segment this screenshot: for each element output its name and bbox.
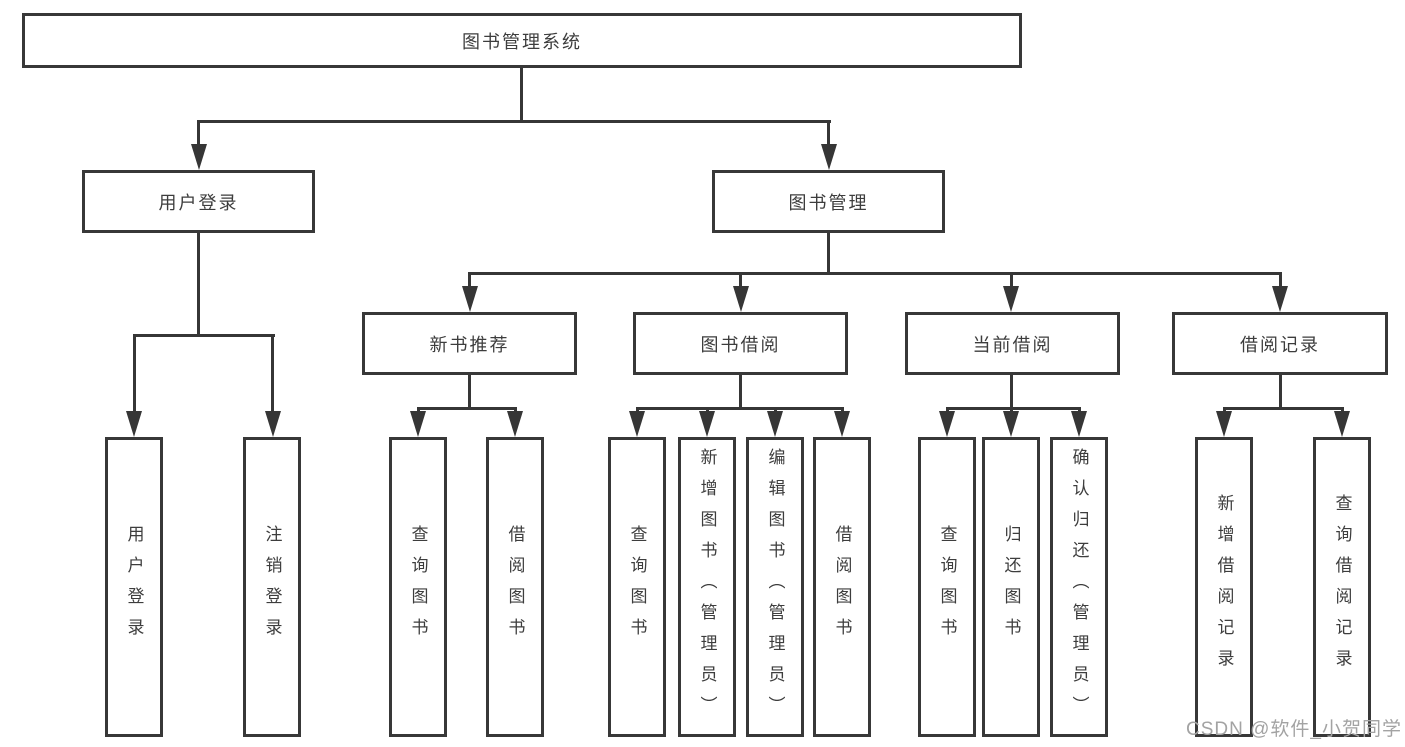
node-label: 图书管理系统: [462, 31, 582, 52]
leaf-confirm-return-admin: 确认归还（管理员）: [1050, 437, 1108, 737]
connector-line: [945, 407, 1081, 410]
connector-arrowhead: [1071, 411, 1087, 437]
node-new-book-recommendation: 新书推荐: [362, 312, 577, 375]
connector-arrowhead: [1272, 286, 1288, 312]
connector-arrowhead: [507, 411, 523, 437]
connector-line: [635, 407, 844, 410]
node-label: 查询图书: [408, 525, 428, 649]
node-book-management: 图书管理: [712, 170, 945, 233]
connector-arrowhead: [1003, 411, 1019, 437]
connector-arrowhead: [767, 411, 783, 437]
node-label: 借阅记录: [1240, 334, 1320, 355]
connector-line: [132, 334, 136, 419]
connector-arrowhead: [126, 411, 142, 437]
leaf-query-borrow-record: 查询借阅记录: [1313, 437, 1371, 737]
connector-arrowhead: [410, 411, 426, 437]
connector-arrowhead: [461, 286, 478, 312]
connector-arrowhead: [629, 411, 645, 437]
connector-arrowhead: [939, 411, 955, 437]
node-label: 查询图书: [627, 525, 647, 649]
connector-line: [468, 272, 471, 298]
node-label: 借阅图书: [505, 525, 525, 649]
node-user-login: 用户登录: [82, 170, 315, 233]
node-label: 新增借阅记录: [1214, 494, 1234, 680]
connector-arrowhead: [820, 144, 837, 170]
connector-arrowhead: [1003, 286, 1019, 312]
node-label: 当前借阅: [972, 334, 1053, 355]
node-label: 用户登录: [124, 525, 144, 649]
leaf-edit-books-admin: 编辑图书（管理员）: [746, 437, 804, 737]
node-current-borrowing: 当前借阅: [905, 312, 1120, 375]
node-label: 图书管理: [788, 192, 869, 213]
connector-line: [1009, 375, 1013, 410]
leaf-query-books-borrowing: 查询图书: [608, 437, 666, 737]
connector-line: [519, 68, 523, 122]
connector-line: [739, 375, 742, 410]
node-label: 编辑图书（管理员）: [765, 447, 785, 727]
leaf-borrow-books-recommend: 借阅图书: [486, 437, 544, 737]
connector-line: [739, 272, 742, 298]
leaf-query-books-recommend: 查询图书: [389, 437, 447, 737]
connector-line: [1278, 375, 1282, 410]
node-label: 查询图书: [937, 525, 957, 649]
node-label: 新书推荐: [429, 334, 510, 355]
connector-arrowhead: [1216, 411, 1232, 437]
node-library-management-system: 图书管理系统: [22, 13, 1022, 68]
connector-arrowhead: [732, 286, 749, 312]
connector-line: [1278, 272, 1282, 298]
connector-line: [468, 375, 471, 410]
connector-arrowhead: [834, 411, 850, 437]
node-label: 查询借阅记录: [1332, 494, 1352, 680]
connector-line: [132, 334, 275, 337]
connector-line: [271, 334, 274, 419]
leaf-logout: 注销登录: [243, 437, 301, 737]
connector-arrowhead: [190, 144, 207, 170]
connector-line: [416, 407, 517, 410]
node-label: 归还图书: [1001, 525, 1021, 649]
leaf-return-books: 归还图书: [982, 437, 1040, 737]
connector-line: [468, 272, 1282, 275]
node-label: 借阅图书: [832, 525, 852, 649]
connector-line: [1222, 407, 1344, 410]
leaf-user-login: 用户登录: [105, 437, 163, 737]
connector-line: [1009, 272, 1013, 298]
connector-line: [197, 120, 831, 123]
node-borrowing-records: 借阅记录: [1172, 312, 1388, 375]
node-label: 注销登录: [262, 525, 282, 649]
node-book-borrowing: 图书借阅: [633, 312, 848, 375]
csdn-watermark: CSDN @软件_小贺同学: [1186, 719, 1402, 740]
connector-arrowhead: [699, 411, 715, 437]
leaf-add-borrow-record: 新增借阅记录: [1195, 437, 1253, 737]
node-label: 图书借阅: [700, 334, 781, 355]
leaf-query-books-current: 查询图书: [918, 437, 976, 737]
connector-line: [827, 120, 830, 154]
connector-arrowhead: [264, 411, 281, 437]
node-label: 确认归还（管理员）: [1069, 447, 1089, 727]
leaf-borrow-books: 借阅图书: [813, 437, 871, 737]
node-label: 用户登录: [158, 192, 239, 213]
node-label: 新增图书（管理员）: [697, 447, 717, 727]
connector-arrowhead: [1334, 411, 1350, 437]
connector-line: [197, 233, 200, 337]
leaf-add-books-admin: 新增图书（管理员）: [678, 437, 736, 737]
connector-line: [197, 120, 200, 154]
connector-line: [827, 233, 830, 275]
